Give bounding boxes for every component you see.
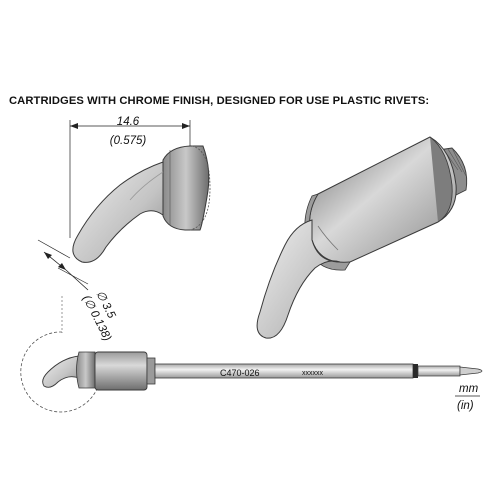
- perspective-tip: [256, 219, 341, 339]
- tip-head: [162, 145, 210, 231]
- length-dimension: 14.6 (0.575): [69, 116, 191, 238]
- cartridge-perspective-view: [256, 136, 468, 339]
- serial-placeholder: xxxxxx: [302, 370, 324, 377]
- part-number: C470-026: [220, 368, 260, 378]
- full-view-tip: [42, 355, 80, 388]
- cartridge-full-view: C470-026 xxxxxx: [20, 296, 483, 413]
- page-heading: CARTRIDGES WITH CHROME FINISH, DESIGNED …: [9, 95, 430, 107]
- full-view-body: [94, 351, 148, 391]
- units-in: (in): [457, 400, 474, 412]
- tip-cone: [72, 161, 164, 263]
- tip-side-view: [72, 145, 211, 263]
- units-mm: mm: [459, 383, 479, 395]
- units-legend: mm (in): [455, 383, 480, 412]
- length-mm-label: 14.6: [117, 116, 140, 128]
- length-in-label: (0.575): [110, 135, 147, 147]
- full-view-shaft: [154, 363, 414, 379]
